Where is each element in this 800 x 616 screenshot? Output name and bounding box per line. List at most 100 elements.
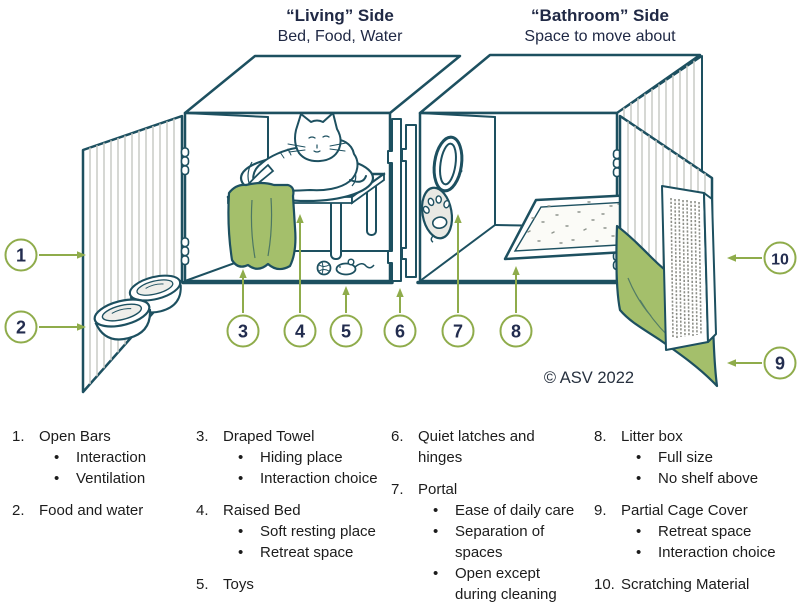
legend-bullet-text: Interaction [76,449,147,466]
legend-item-number: 10. [594,576,615,593]
bullet-dot: • [636,544,642,561]
legend-bullet-text: Interaction choice [260,470,378,487]
callout-arrows [39,214,762,367]
legend-item-scratching: 10. Scratching Material [594,574,796,595]
legend-item-title: Open Bars [39,428,111,445]
legend-item-title: Scratching Material [621,576,750,593]
legend-bullet: •Retreat space [238,542,388,563]
callout-number-6: 6 [395,322,405,342]
legend-bullet-text: Separation of spaces [455,523,545,561]
legend-item-portal: 7. Portal • Ease of daily care • Separatio… [391,479,583,605]
legend-bullet-text: Full size [658,449,714,466]
bullet-dot: • [238,470,244,487]
callout-number-9: 9 [775,354,785,374]
hinges [180,147,190,266]
callout-number-3: 3 [238,322,248,342]
legend-item-title: Litter box [621,428,683,445]
callout-number-5: 5 [341,322,351,342]
legend-bullet-text: Retreat space [658,523,752,540]
bullet-dot: • [238,449,244,466]
legend-bullet: • Open except during cleaning [433,563,583,605]
copyright-text: © ASV 2022 [544,369,634,387]
legend-bullet-text: No shelf above [658,470,759,487]
legend-bullet: • Interaction choice [238,468,388,489]
legend-bullet: • Interaction choice [636,542,796,563]
legend-bullet-text: Interaction choice [658,544,776,561]
food-water-bowls [93,274,182,341]
legend-item-litter-box: 8. Litter box • Full size • No shelf above [594,426,796,489]
legend-bullet-text: Soft resting place [260,523,376,540]
legend-item-draped-towel: 3. Draped Towel • Hiding place • Interacti… [196,426,388,489]
legend-item-title: Portal [418,481,458,498]
bathroom-side-title: “Bathroom” Side [531,6,669,25]
bullet-dot: • [433,523,439,540]
legend-bullet-text: Ease of daily care [455,502,575,519]
legend-item-number: 3. [196,428,209,445]
legend-column-2: 3. Draped Towel • Hiding place • Interacti… [196,426,388,606]
legend-item-number: 7. [391,481,404,498]
corrugated-texture [670,197,702,339]
bullet-dot: • [433,502,439,519]
legend-item-raised-bed: 4. Raised Bed • Soft resting place •Retre… [196,500,388,563]
legend-bullet: • Hiding place [238,447,388,468]
legend-item-title: Draped Towel [223,428,315,445]
callout-circles [4,238,797,380]
bullet-dot: • [636,470,642,487]
legend-bullet: • Separation of spaces [433,521,583,563]
scratching-pad [661,185,717,351]
legend-bullet-text: Retreat space [260,544,354,561]
divider-latch-panels [387,118,417,282]
legend-item-number: 4. [196,502,209,519]
paw-flap [420,186,454,243]
legend-item-toys: 5. Toys [196,574,388,595]
bullet-dot: • [636,523,642,540]
legend-bullet-text: Open except during cleaning [455,565,557,603]
legend-bullet: • Soft resting place [238,521,388,542]
legend-item-number: 6. [391,428,404,445]
callout-labels: 1 2 3 4 5 6 7 8 9 10 [16,246,789,374]
bullet-dot: • [433,565,439,582]
bullet-dot: • [54,470,60,487]
legend-item-title: Toys [223,576,254,593]
legend-bullet-text: Ventilation [76,470,146,487]
legend-item-title: Partial Cage Cover [621,502,748,519]
bullet-dot: • [54,449,60,466]
legend-bullet: • Interaction [54,447,190,468]
living-side-header: “Living” Side Bed, Food, Water [225,5,455,47]
draped-towel [227,181,297,271]
right-cage-door [615,114,719,388]
legend-bullet: • Retreat space [636,521,796,542]
legend-bullet-text: Hiding place [260,449,343,466]
legend-item-number: 2. [12,502,25,519]
legend-item-title: Quiet latches and hinges [418,428,535,466]
bullet-dot: • [636,449,642,466]
toys [316,258,375,276]
callout-number-10: 10 [771,252,789,269]
bathroom-side-subtitle: Space to move about [524,28,676,45]
callout-number-2: 2 [16,318,26,338]
legend-item-number: 8. [594,428,607,445]
bullet-dot: • [238,523,244,540]
legend-item-open-bars: 1. Open Bars • Interaction • Ventilation [12,426,190,489]
callout-number-7: 7 [453,322,463,342]
legend-column-4: 8. Litter box • Full size • No shelf above… [594,426,796,606]
legend-column-3: 6. Quiet latches and hinges 7. Portal • E… [391,426,583,616]
legend-item-cage-cover: 9. Partial Cage Cover • Retreat space • In… [594,500,796,563]
callout-number-8: 8 [511,322,521,342]
callout-number-1: 1 [16,246,26,266]
legend-bullet: • Ventilation [54,468,190,489]
legend-bullet: • Full size [636,447,796,468]
living-side-subtitle: Bed, Food, Water [277,28,403,45]
cat-housing-diagram-page: “Living” Side Bed, Food, Water “Bathroom… [4,5,797,603]
cage-diagram: 1 2 3 4 5 6 7 8 9 10 © ASV 2022 [4,53,797,394]
legend-item-title: Food and water [39,502,144,519]
legend-item-latches: 6. Quiet latches and hinges [391,426,583,468]
portal [420,135,464,243]
left-cage-door [81,114,190,394]
legend-item-number: 9. [594,502,607,519]
callout-number-4: 4 [295,322,305,342]
legend-item-title: Raised Bed [223,502,301,519]
legend-item-number: 1. [12,428,25,445]
legend-bullet: • Ease of daily care [433,500,583,521]
legend-column-1: 1. Open Bars • Interaction • Ventilation 2… [12,426,190,532]
